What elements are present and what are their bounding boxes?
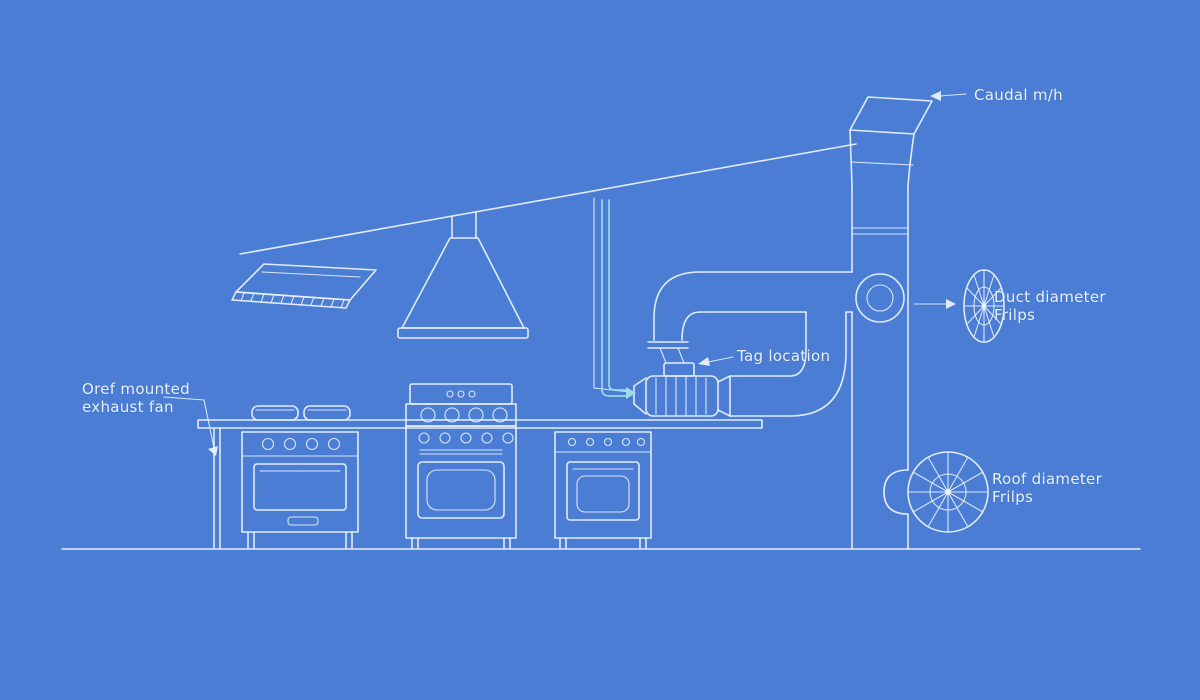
inline-fan-unit: [633, 362, 731, 417]
small-fan-wheel: [963, 269, 1005, 343]
large-fan-wheel: [883, 451, 989, 533]
range-right: [554, 431, 652, 549]
duct-diameter-label-line1: Duct diameter: [994, 288, 1106, 306]
roof-fan-arrow: [163, 396, 218, 456]
wall-canopy-hood: [231, 263, 377, 309]
tag-location-label: Tag location: [737, 347, 831, 365]
annotation-arrows: [163, 91, 967, 456]
duct-diameter-arrow: [913, 299, 956, 309]
roof-diameter-label-line1: Roof diameter: [992, 470, 1103, 488]
accent-drop-duct: [593, 197, 636, 399]
duct-elbow-assembly: [647, 271, 853, 417]
roof-fan-label-line2: exhaust fan: [82, 398, 174, 416]
tag-location-arrow: [698, 356, 734, 366]
roof-fan-label: Oref mounted exhaust fan: [82, 380, 190, 416]
roof-diameter-label: Roof diameter Frilps: [992, 470, 1102, 506]
caudal-label: Caudal m/h: [974, 86, 1063, 104]
duct-diameter-label: Duct diameter Frilps: [994, 288, 1106, 324]
exhaust-riser-duct: [851, 185, 909, 550]
roof-exhaust-outlet: [849, 96, 933, 187]
roof-fan-label-line1: Oref mounted: [82, 380, 190, 398]
roof-diameter-label-line2: Frilps: [992, 488, 1034, 506]
pyramid-hood: [397, 211, 529, 339]
duct-damper-circle: [855, 273, 905, 323]
caudal-arrow: [930, 91, 967, 101]
range-center: [405, 383, 517, 549]
roof-slope-line: [239, 143, 857, 255]
range-left: [241, 405, 359, 549]
counter: [197, 419, 763, 549]
duct-diameter-label-line2: Frilps: [994, 306, 1036, 324]
